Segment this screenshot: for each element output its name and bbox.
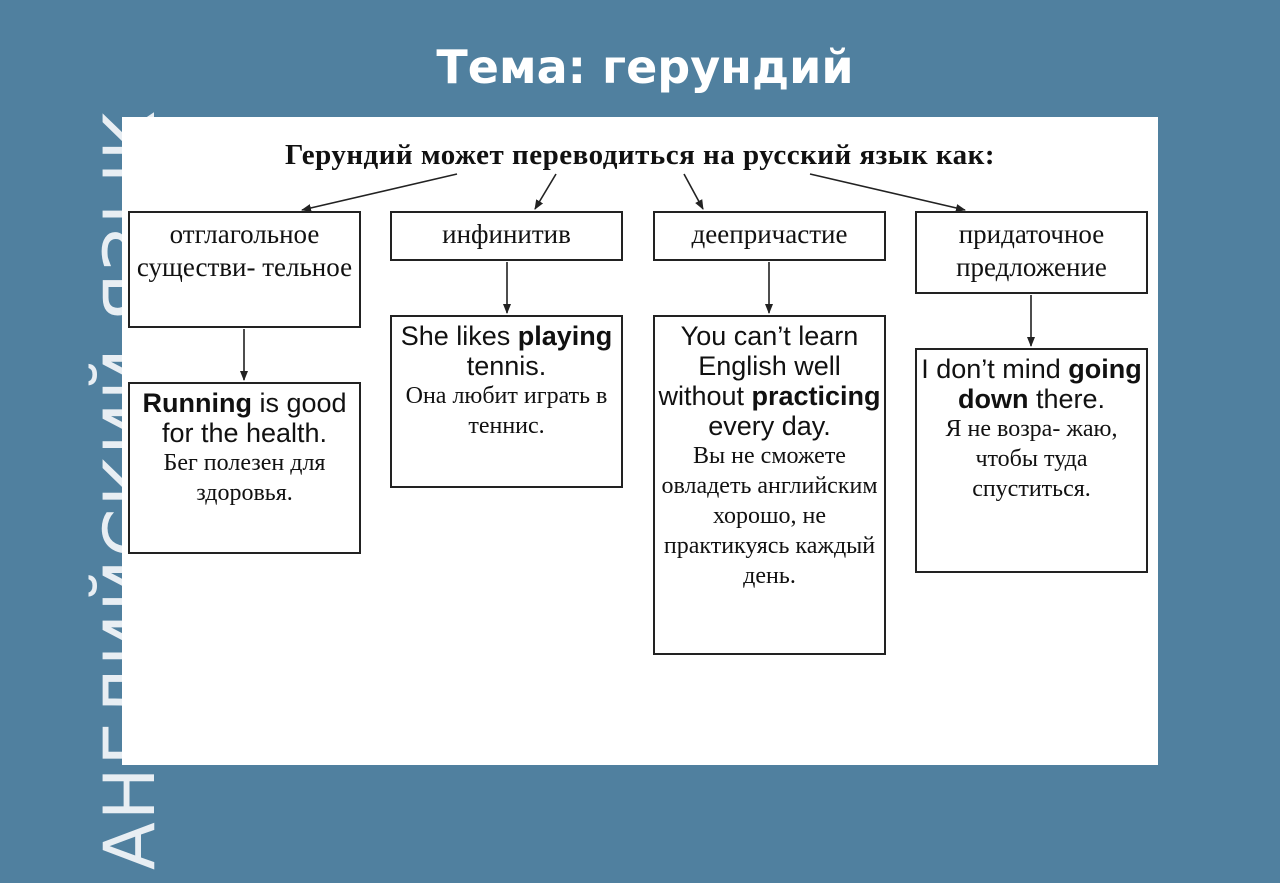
example-english: You can’t learn English well without pra…	[658, 321, 881, 441]
gerund-highlight: going down	[957, 354, 1142, 414]
connector-arrows	[240, 173, 1035, 381]
example-box-subordinate-clause: I don’t mind going down there. Я не возр…	[915, 348, 1148, 573]
example-russian: Вы не сможете овладеть английским хорошо…	[661, 443, 878, 589]
arrow-to-infinitive	[534, 173, 557, 210]
diagram-heading: Герундий может переводиться на русский я…	[284, 139, 996, 171]
category-label: деепричастие	[691, 219, 848, 249]
gerund-highlight: Running	[142, 388, 252, 418]
category-box-subordinate-clause: придаточное предложение	[915, 211, 1148, 294]
category-label: придаточное предложение	[956, 219, 1107, 282]
example-english: Running is good for the health.	[142, 388, 347, 448]
category-label: отглагольное существи- тельное	[136, 219, 353, 282]
category-label: инфинитив	[442, 219, 571, 249]
arrow-to-participle	[683, 173, 704, 210]
example-english: I don’t mind going down there.	[921, 354, 1142, 414]
example-box-infinitive: She likes playing tennis. Она любит игра…	[390, 315, 623, 488]
example-russian: Бег полезен для здоровья.	[163, 450, 326, 506]
category-box-verbal-noun: отглагольное существи- тельное	[128, 211, 361, 328]
arrow-to-clause	[809, 173, 966, 212]
slide-title: Тема: герундий	[436, 40, 854, 94]
category-box-participle: деепричастие	[653, 211, 886, 261]
example-russian: Я не возра- жаю, чтобы туда спуститься.	[945, 416, 1118, 502]
category-box-infinitive: инфинитив	[390, 211, 623, 261]
gerund-highlight: playing	[517, 321, 613, 351]
example-english: She likes playing tennis.	[400, 321, 613, 381]
diagram-panel: Герундий может переводиться на русский я…	[122, 117, 1158, 765]
gerund-highlight: practicing	[751, 381, 881, 411]
example-box-verbal-noun: Running is good for the health. Бег поле…	[128, 382, 361, 554]
example-russian: Она любит играть в теннис.	[405, 383, 608, 439]
arrow-to-noun	[301, 173, 458, 212]
example-box-participle: You can’t learn English well without pra…	[653, 315, 886, 655]
